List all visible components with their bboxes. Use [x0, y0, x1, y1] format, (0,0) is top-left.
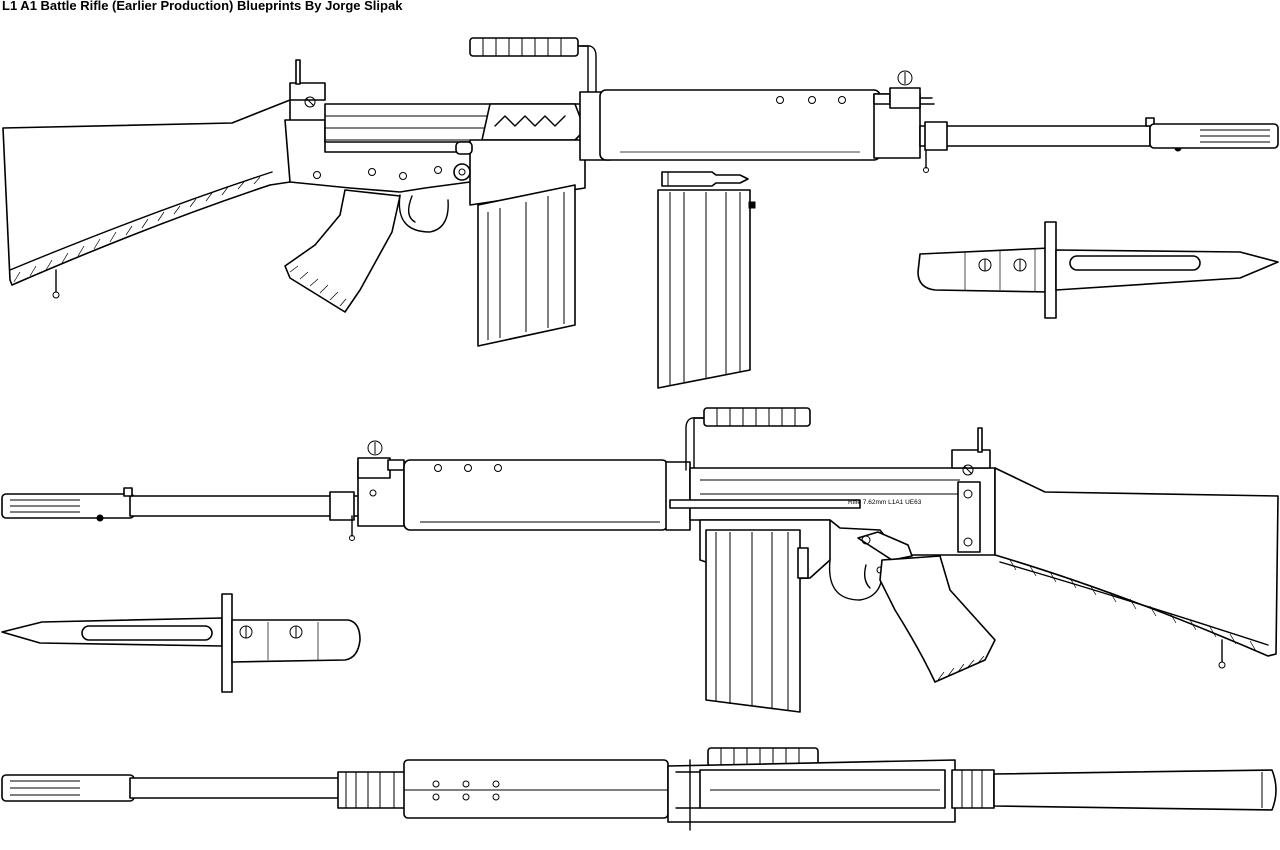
front-sight-right [349, 440, 405, 541]
pistol-grip-left [284, 189, 401, 313]
handguard-right [403, 459, 691, 531]
bayonet-top [917, 221, 1279, 319]
barrel-top [129, 777, 341, 799]
receiver-marking: Rifle 7.62mm L1A1 UE63 [848, 499, 922, 506]
barrel-right [129, 495, 361, 517]
front-sight-top [337, 771, 407, 809]
buttstock-right [994, 467, 1279, 669]
flash-hider-right [1, 493, 135, 519]
barrel-left [919, 125, 1151, 147]
buttstock-top [993, 769, 1277, 811]
flash-hider-top [1, 774, 135, 802]
buttstock-left [2, 99, 291, 299]
rear-sight-left [289, 59, 326, 108]
front-sight-left [873, 70, 935, 173]
blueprint-title: L1 A1 Battle Rifle (Earlier Production) … [2, 0, 403, 13]
rear-sight-right [951, 427, 991, 476]
rifle-right-side-view: Rifle 7.62mm L1A1 UE63 [1, 407, 1279, 683]
rifle-top-view [1, 747, 1277, 831]
rifle-left-side-view [2, 37, 1279, 313]
handguard-left [579, 89, 881, 161]
cartridge-icon [661, 171, 749, 187]
handguard-top [403, 759, 669, 819]
bayonet-middle [1, 593, 361, 693]
trigger-guard-right [828, 559, 884, 601]
magazine-inserted-middle [705, 529, 809, 713]
dust-cover-left [481, 103, 586, 141]
carry-handle-left [469, 37, 597, 103]
pistol-grip-right [879, 555, 996, 683]
flash-hider-left [1149, 123, 1279, 149]
magazine-detached [657, 189, 756, 389]
rear-sight-top [951, 769, 995, 809]
trigger-guard-left [398, 194, 449, 233]
carry-handle-right [685, 407, 811, 471]
magazine-inserted-top [477, 184, 576, 347]
